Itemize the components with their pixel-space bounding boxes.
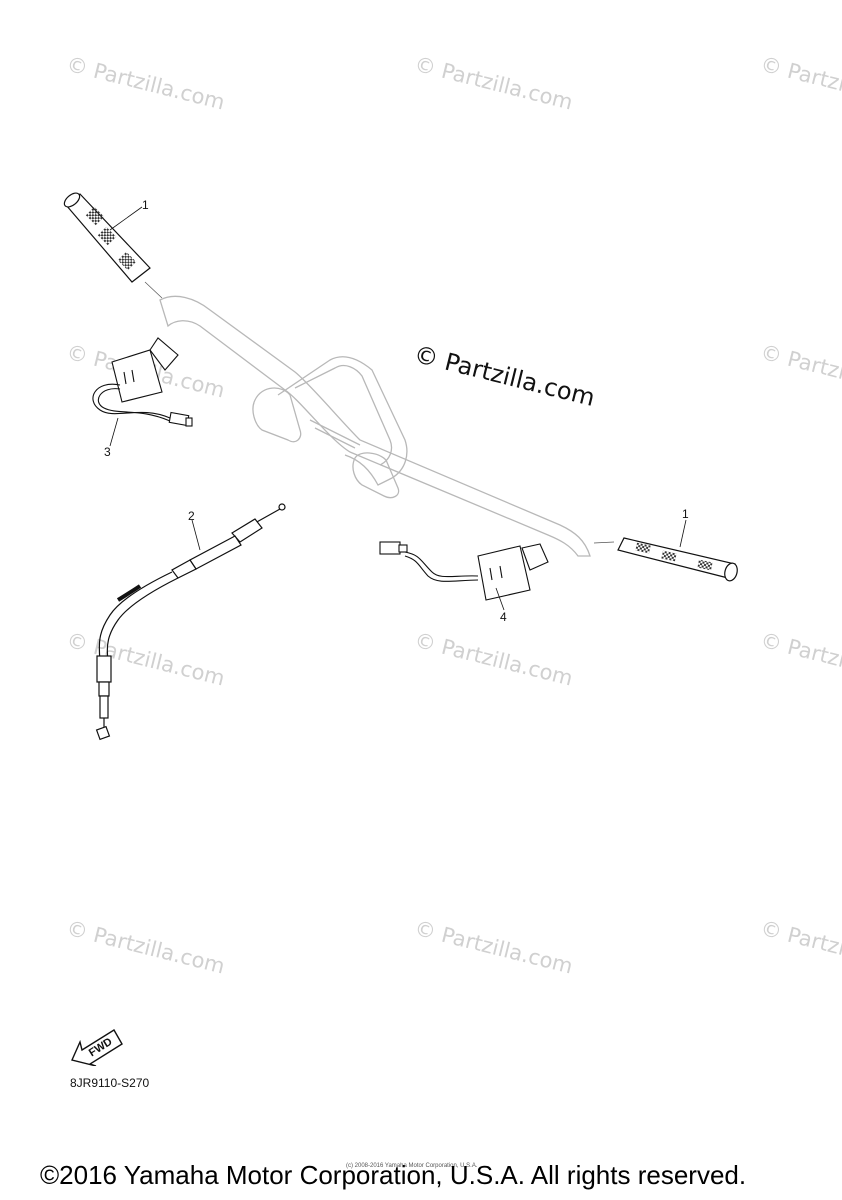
callout-grip-left: 1	[142, 198, 149, 212]
diagram-code: 8JR9110-S270	[70, 1076, 150, 1090]
callout-heater-left: 3	[104, 445, 111, 459]
callout-cable: 2	[188, 509, 195, 523]
leader-line	[191, 519, 201, 551]
leader-line	[679, 519, 687, 548]
right-heater-element	[379, 541, 549, 601]
callout-heater-right: 4	[500, 610, 507, 624]
left-heater-element	[92, 337, 193, 427]
leader-line	[109, 206, 143, 231]
leader-line	[495, 587, 505, 611]
copyright-footer: ©2016 Yamaha Motor Corporation, U.S.A. A…	[40, 1160, 747, 1190]
right-grip	[617, 537, 738, 582]
callout-grip-right: 1	[682, 507, 689, 521]
small-copyright: (c) 2008-2016 Yamaha Motor Corporation, …	[346, 1163, 478, 1169]
fwd-arrow-icon: FWD	[71, 1029, 123, 1066]
throttle-cable	[95, 503, 286, 741]
left-grip	[63, 192, 151, 283]
leader-line	[109, 417, 119, 447]
handlebar	[159, 295, 591, 557]
